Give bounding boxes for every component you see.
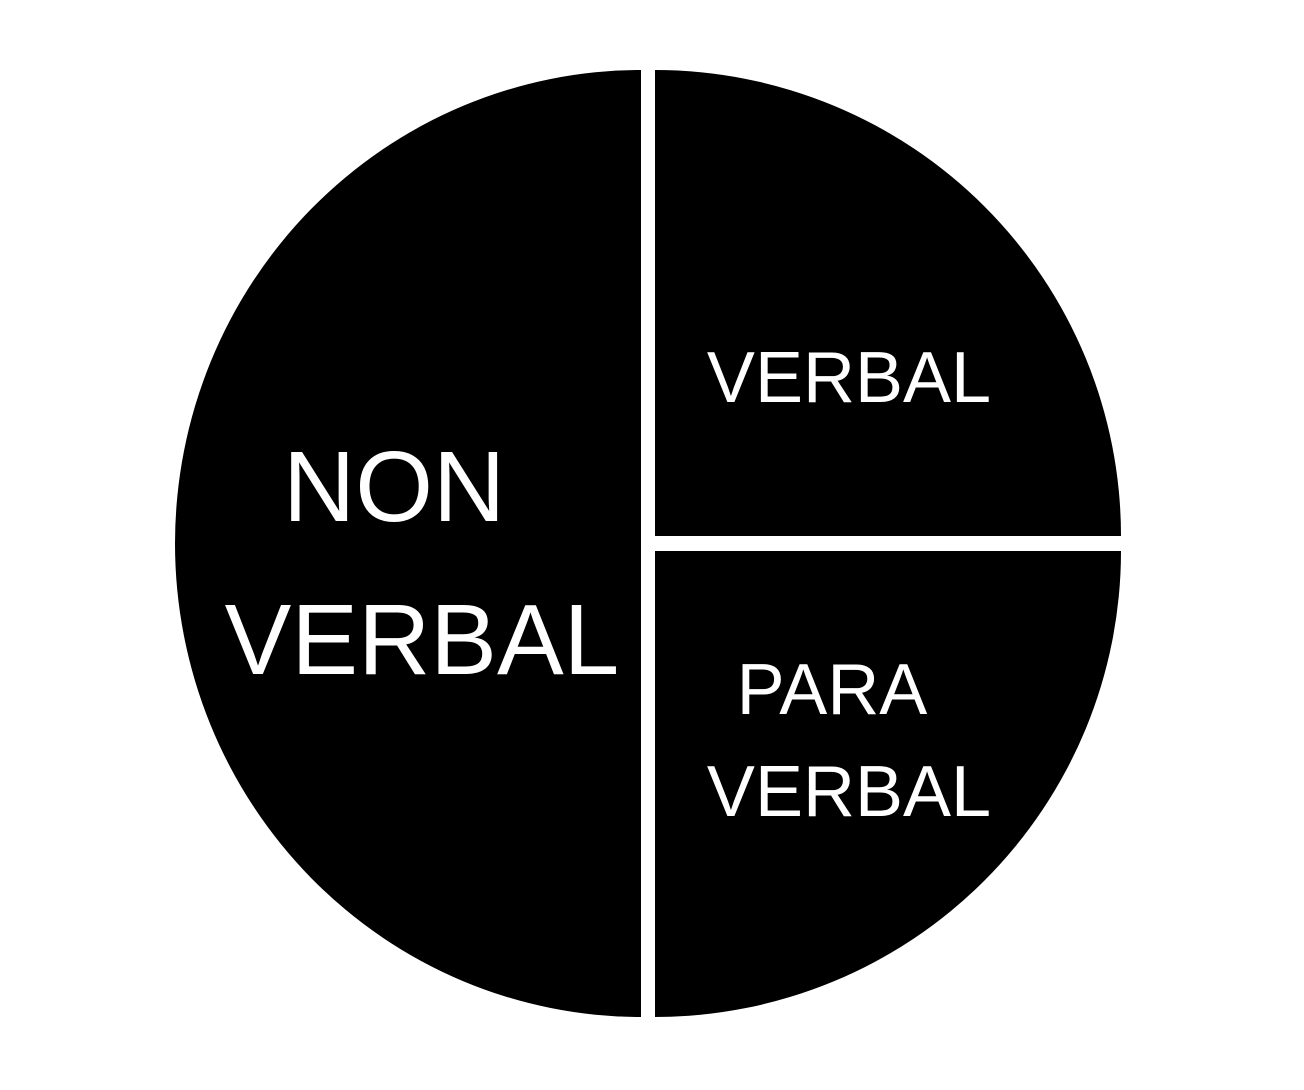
para-verbal-label-line-2: VERBAL — [707, 752, 991, 832]
non-verbal-label-line-2: VERBAL — [225, 584, 620, 696]
non-verbal-label: NON VERBAL — [225, 431, 620, 696]
para-verbal-segment — [655, 551, 1121, 1017]
non-verbal-label-line-1: NON — [283, 431, 505, 543]
verbal-label: VERBAL — [707, 338, 991, 418]
verbal-label-line-1: VERBAL — [707, 338, 991, 418]
para-verbal-label-line-1: PARA — [737, 650, 928, 730]
para-verbal-label: PARA VERBAL — [707, 650, 991, 832]
verbal-segment — [655, 70, 1121, 536]
non-verbal-segment — [174, 70, 641, 1017]
